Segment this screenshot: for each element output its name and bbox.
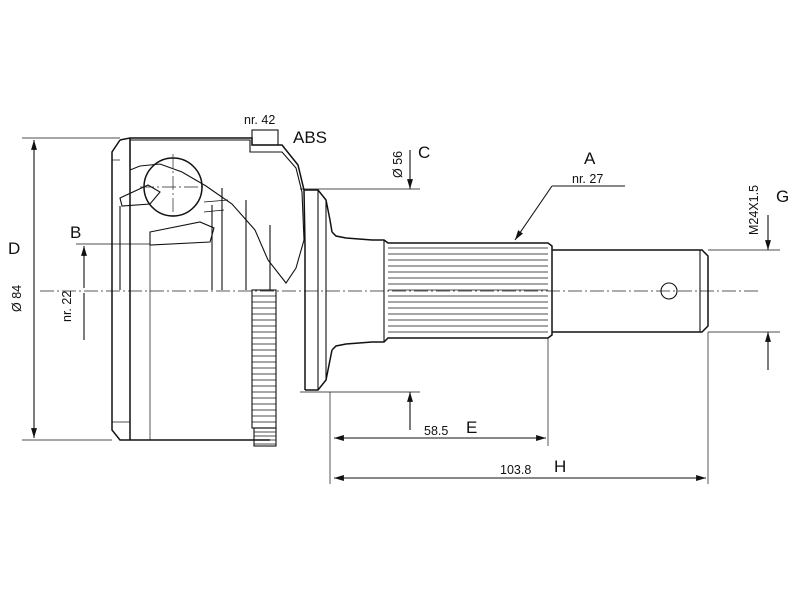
letter-h: H: [554, 457, 566, 476]
dim-g: M24X1.5 G: [708, 185, 789, 370]
dim-h-value: 103.8: [500, 463, 531, 477]
letter-c: C: [418, 143, 430, 162]
splined-shaft: [372, 239, 709, 343]
dia-c-value: Ø 56: [391, 151, 405, 178]
joint-housing: [111, 137, 373, 441]
abs-label: ABS: [293, 128, 327, 147]
letter-d: D: [8, 239, 20, 258]
dia-d-value: Ø 84: [10, 285, 24, 312]
dim-d: D Ø 84: [8, 137, 120, 441]
dim-h: 103.8 H: [334, 332, 709, 484]
dim-e-value: 58.5: [424, 424, 448, 438]
letter-g: G: [776, 187, 789, 206]
abs-callout: nr. 42 ABS: [244, 113, 327, 147]
hatched-section: [129, 139, 305, 284]
ball: [140, 154, 206, 220]
thread-spec: M24X1.5: [747, 185, 761, 235]
letter-a: A: [584, 149, 596, 168]
letter-b: B: [70, 223, 81, 242]
dim-c: Ø 56 C: [300, 143, 430, 430]
part-nr-a: nr. 27: [572, 172, 603, 186]
callout-a: A nr. 27: [514, 149, 625, 241]
dim-b: B nr. 22: [60, 223, 150, 340]
dim-e: 58.5 E: [329, 338, 549, 484]
abs-ring: [251, 129, 279, 447]
part-nr-b: nr. 22: [60, 291, 74, 322]
part-nr-abs: nr. 42: [244, 113, 275, 127]
letter-e: E: [466, 418, 477, 437]
